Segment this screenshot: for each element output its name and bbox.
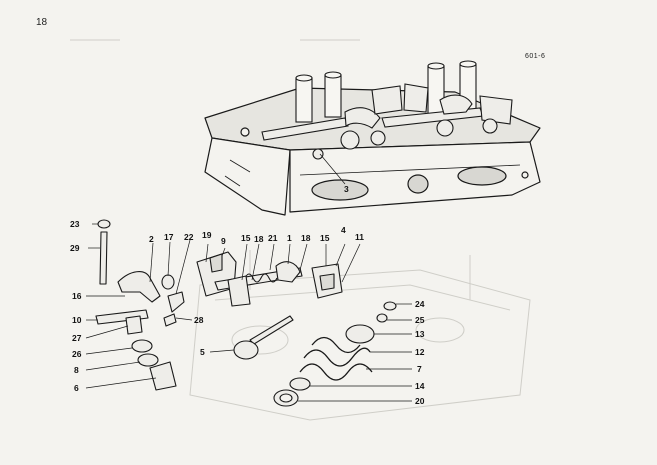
injector-tubes (295, 60, 477, 123)
callout-8: 8 (74, 365, 79, 375)
callout-15b: 15 (320, 233, 330, 243)
callout-10: 10 (72, 315, 82, 325)
callout-7: 7 (417, 364, 422, 374)
callout-6: 6 (74, 383, 79, 393)
callout-5: 5 (200, 347, 205, 357)
callout-2: 2 (149, 234, 154, 244)
callout-14: 14 (415, 381, 425, 391)
page-number: 18 (36, 17, 48, 28)
leader-lines (85, 153, 412, 402)
callout-23: 23 (70, 219, 80, 229)
callout-12: 12 (415, 347, 425, 357)
callout-18: 18 (254, 234, 264, 244)
callout-24: 24 (415, 299, 425, 309)
callout-27: 27 (72, 333, 82, 343)
callout-19: 19 (202, 230, 212, 240)
callout-4: 4 (341, 225, 346, 235)
callout-13: 13 (415, 329, 425, 339)
callout-15: 15 (241, 233, 251, 243)
callout-28: 28 (194, 315, 204, 325)
callout-20: 20 (415, 396, 425, 406)
callout-1: 1 (287, 233, 292, 243)
callout-21: 21 (268, 233, 278, 243)
figure-code: 601-6 (525, 53, 546, 60)
callout-3: 3 (344, 184, 349, 194)
callout-25: 25 (415, 315, 425, 325)
rocker-assembly-top (261, 83, 513, 160)
callout-9: 9 (221, 236, 226, 246)
callout-22: 22 (184, 232, 194, 242)
callout-29: 29 (70, 243, 80, 253)
callout-18b: 18 (301, 233, 311, 243)
exploded-parts (95, 219, 397, 407)
callout-17: 17 (164, 232, 174, 242)
callout-11: 11 (355, 232, 364, 242)
callout-16: 16 (72, 291, 82, 301)
callout-26: 26 (72, 349, 82, 359)
